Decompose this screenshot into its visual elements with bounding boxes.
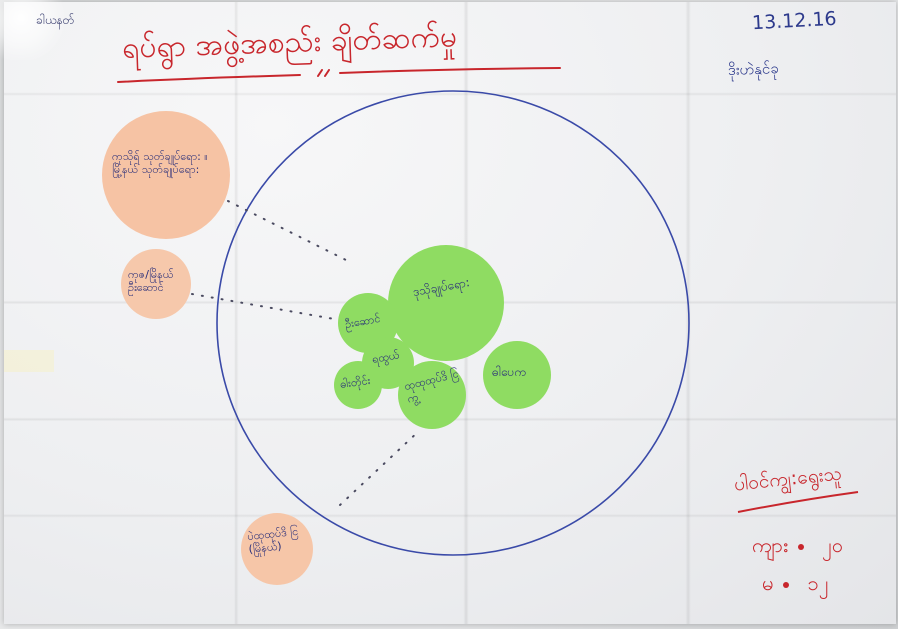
peach-circle-bottom [241,513,313,585]
green-circle-main [388,245,504,361]
bullet-dot [798,543,805,550]
legend-value-male: ၂၀ [822,533,844,557]
bullet-dot [783,581,790,588]
peach-circle-medium [121,249,191,319]
title-underlines [117,67,561,83]
legend-label-female: မ [762,571,774,595]
outside-label-2: ကုဇ/မြိုနယ် ဦးဆောင် [128,268,174,294]
peach-circle-large [102,111,230,239]
outer-ring [216,90,690,556]
tape-strip [4,350,54,372]
inner-label-6: ဓါပေက [492,365,526,379]
legend-label-male: ကျား [752,533,789,557]
green-circle-6 [483,341,551,409]
green-circle-5 [398,361,466,429]
place-label: ဒိုးဟဲနုင်ခု [727,59,780,79]
inside-organisations [334,245,551,429]
date-label: 13.12.16 [751,7,838,35]
outside-organisations [102,111,313,585]
outside-label-1: ကုသိုရ် သုတ်ချုပ်ရော: ။ မြို့နယ် သုတ်ချု… [112,150,208,176]
light-glare [0,0,70,60]
village-label: ခါယနတ် [36,13,75,27]
dotted-connectors [191,200,421,506]
legend-value-female: ၁၂ [807,571,829,595]
legend-row-female: မ ၁၂ [762,570,829,600]
green-circle-4 [334,361,382,409]
legend-row-male: ကျား ၂၀ [752,532,843,562]
legend-underline [737,491,859,513]
